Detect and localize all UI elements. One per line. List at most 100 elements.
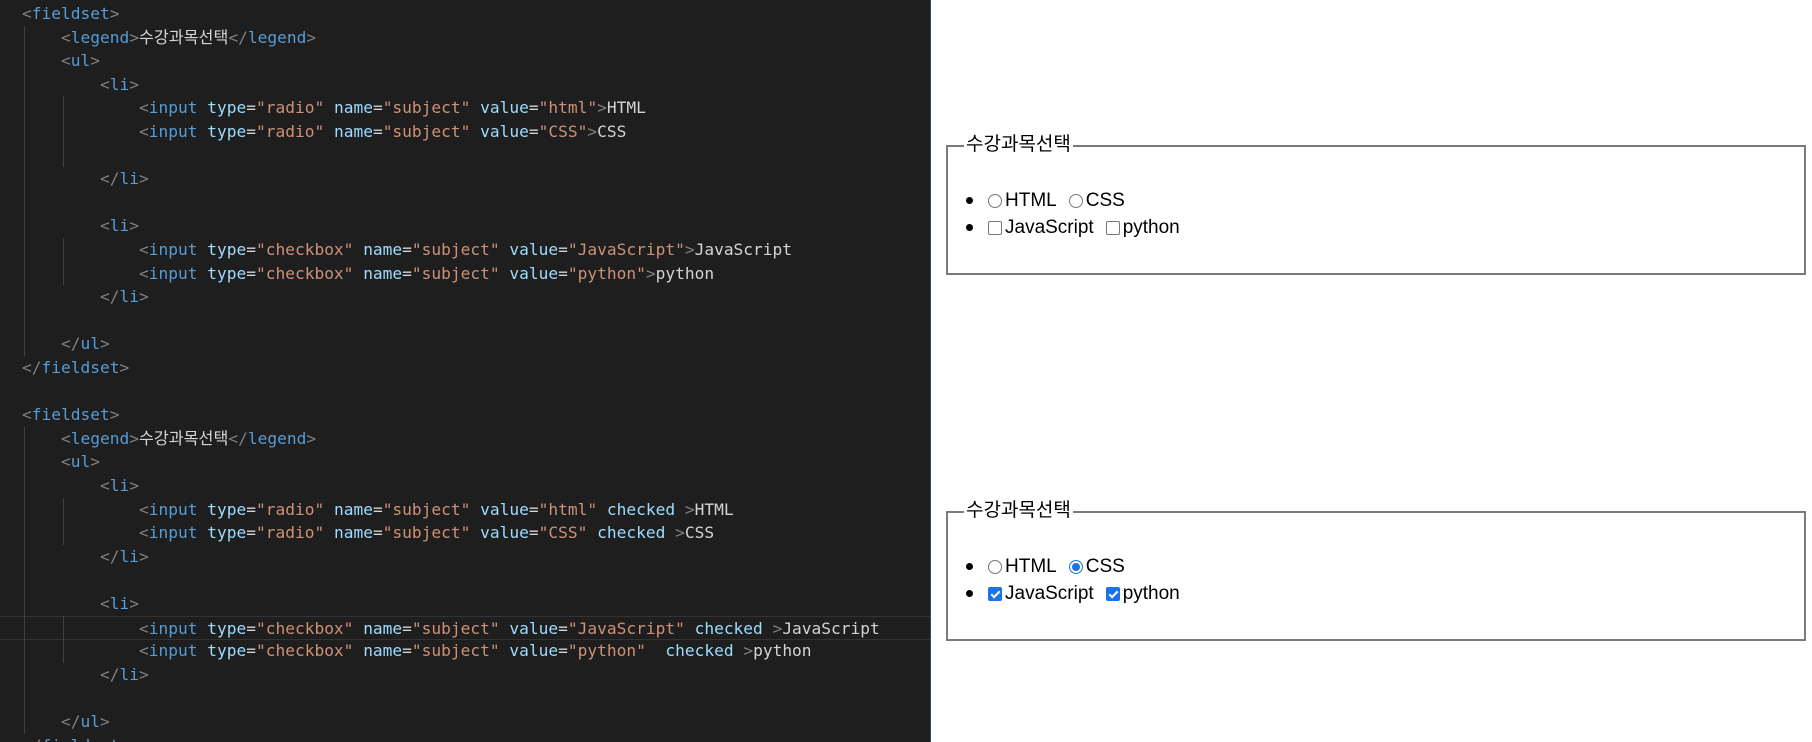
code-token: "html" <box>538 98 598 118</box>
code-token: "html" <box>538 499 598 519</box>
code-token <box>353 240 363 259</box>
code-line[interactable]: <li> <box>0 73 930 97</box>
code-token: li <box>109 594 130 613</box>
code-token: input <box>148 618 198 638</box>
code-token: fieldset <box>31 4 110 23</box>
code-token: = <box>372 122 383 141</box>
code-line[interactable] <box>0 191 930 215</box>
code-token <box>734 641 744 660</box>
code-token: < <box>22 405 32 425</box>
code-token: </ <box>22 736 42 742</box>
code-token: input <box>148 122 198 141</box>
code-token: "python" <box>567 263 646 283</box>
code-line[interactable]: </li> <box>0 285 930 309</box>
code-token <box>665 523 675 542</box>
code-line[interactable] <box>0 144 930 168</box>
code-token: "CSS" <box>538 122 588 141</box>
code-token: li <box>109 74 130 94</box>
code-token: value <box>480 523 529 543</box>
checkbox-javascript[interactable] <box>988 220 1002 235</box>
code-line[interactable] <box>0 380 930 404</box>
code-token: = <box>402 641 412 661</box>
code-token: < <box>139 122 149 141</box>
code-token: > <box>109 405 120 425</box>
checkbox-python[interactable] <box>1105 220 1120 235</box>
code-token <box>197 619 207 638</box>
code-token: </ <box>100 664 120 684</box>
code-line[interactable]: </ul> <box>0 332 930 356</box>
code-token <box>197 641 207 660</box>
radio-html[interactable] <box>988 559 1002 574</box>
code-token: name <box>333 523 373 543</box>
fieldset-legend: 수강과목선택 <box>964 132 1073 156</box>
code-token <box>197 240 207 259</box>
checkbox-javascript[interactable] <box>988 586 1002 601</box>
code-token <box>197 122 207 141</box>
code-line[interactable]: <ul> <box>0 450 930 474</box>
code-line[interactable]: <input type="radio" name="subject" value… <box>0 120 930 144</box>
code-line[interactable]: <li> <box>0 214 930 238</box>
code-line[interactable]: <input type="radio" name="subject" value… <box>0 498 930 522</box>
code-line[interactable]: <input type="checkbox" name="subject" va… <box>0 615 930 640</box>
code-token: "CSS" <box>538 523 588 543</box>
code-line[interactable]: <li> <box>0 474 930 498</box>
code-line[interactable]: </ul> <box>0 710 930 734</box>
code-line[interactable]: </li> <box>0 167 930 191</box>
radio-css[interactable] <box>1068 193 1083 208</box>
code-line[interactable]: </li> <box>0 545 930 569</box>
code-token: = <box>372 523 383 543</box>
code-token: input <box>148 263 198 283</box>
code-token: input <box>148 641 198 661</box>
code-line[interactable]: <input type="checkbox" name="subject" va… <box>0 238 930 262</box>
code-editor[interactable]: <fieldset><legend>수강과목선택</legend><ul><li… <box>0 0 931 742</box>
code-token <box>353 641 363 660</box>
code-token: </ <box>22 358 42 377</box>
code-token: name <box>363 240 403 259</box>
code-token: "checkbox" <box>255 263 354 283</box>
code-token <box>197 500 207 519</box>
code-token: value <box>480 122 529 141</box>
code-token: "radio" <box>255 523 325 543</box>
code-line[interactable]: <input type="checkbox" name="subject" va… <box>0 262 930 286</box>
code-token: checked <box>606 499 676 519</box>
code-token: </ <box>100 169 120 189</box>
code-line[interactable] <box>0 686 930 710</box>
code-token: JavaScript <box>782 618 880 638</box>
code-line[interactable] <box>0 568 930 592</box>
code-token: "subject" <box>382 122 471 141</box>
code-token: > <box>743 641 754 661</box>
code-token: > <box>306 428 317 448</box>
code-line[interactable]: <legend>수강과목선택</legend> <box>0 26 930 50</box>
code-token: > <box>90 452 100 472</box>
code-token: name <box>363 618 403 638</box>
code-line[interactable]: </fieldset> <box>0 734 930 742</box>
code-line[interactable]: <li> <box>0 592 930 616</box>
code-line[interactable]: <input type="checkbox" name="subject" va… <box>0 639 930 663</box>
code-line[interactable]: <legend>수강과목선택</legend> <box>0 427 930 451</box>
code-line[interactable]: <fieldset> <box>0 403 930 427</box>
code-token: "subject" <box>382 499 471 519</box>
code-token <box>500 240 510 259</box>
code-token: = <box>246 240 256 259</box>
code-line[interactable]: </li> <box>0 663 930 687</box>
code-token: "checkbox" <box>255 240 354 259</box>
radio-css[interactable] <box>1068 559 1083 574</box>
code-token: = <box>402 263 412 283</box>
radio-html[interactable] <box>988 193 1002 208</box>
code-token: type <box>207 122 247 141</box>
code-line[interactable] <box>0 309 930 333</box>
checkbox-python[interactable] <box>1105 586 1120 601</box>
code-token: checked <box>694 618 763 638</box>
code-line[interactable]: <input type="radio" name="subject" value… <box>0 521 930 545</box>
indent-guide <box>63 238 64 286</box>
code-token: < <box>100 216 110 236</box>
code-line[interactable]: </fieldset> <box>0 356 930 380</box>
code-line[interactable]: <fieldset> <box>0 2 930 26</box>
code-line[interactable]: <input type="radio" name="subject" value… <box>0 96 930 120</box>
code-line[interactable]: <ul> <box>0 49 930 73</box>
code-token: > <box>772 618 783 638</box>
code-token: < <box>61 428 71 448</box>
